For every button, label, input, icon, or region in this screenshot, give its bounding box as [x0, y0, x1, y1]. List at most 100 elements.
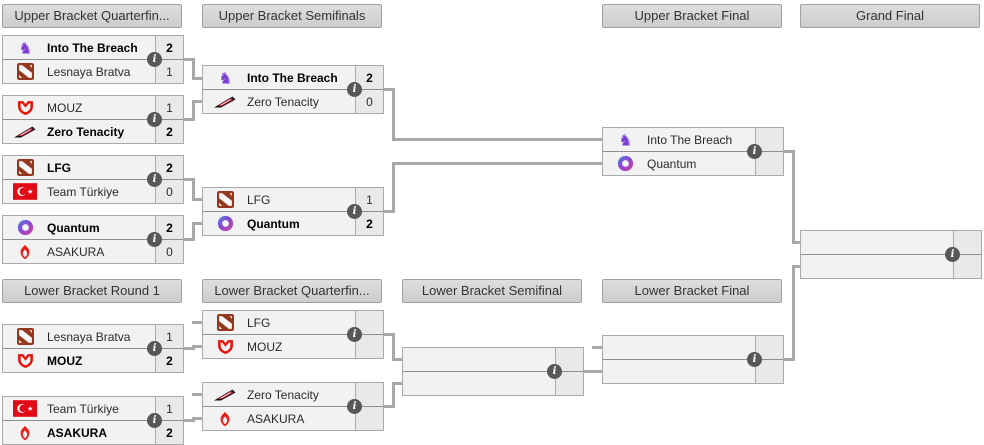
header-upper-bracket-final: Upper Bracket Final — [602, 4, 782, 28]
team-name[interactable]: Team Türkiye — [47, 401, 119, 416]
team-name[interactable]: MOUZ — [247, 339, 283, 354]
bracket-connector-line — [392, 138, 602, 141]
team-name[interactable]: Zero Tenacity — [47, 124, 125, 139]
team-slot: ♞ Into The Breach — [603, 128, 783, 152]
team-score — [555, 348, 583, 371]
match-info-icon[interactable]: i — [347, 399, 362, 414]
match-info-icon[interactable]: i — [147, 112, 162, 127]
team-slot: MOUZ — [203, 335, 383, 358]
team-logo-asakura-icon — [12, 242, 38, 262]
team-name[interactable]: Team Türkiye — [47, 184, 119, 199]
bracket-connector-line — [392, 382, 402, 385]
team-slot — [801, 231, 981, 255]
team-score: 1 — [155, 325, 183, 348]
match-ub-qf3: LFG 2 Team Türkiye 0 i — [2, 155, 184, 204]
team-logo-zero-tenacity-icon — [12, 122, 38, 142]
team-logo-mouz-icon — [212, 337, 238, 357]
team-score: 2 — [155, 421, 183, 444]
match-info-icon[interactable]: i — [147, 52, 162, 67]
team-score — [355, 383, 383, 406]
team-name[interactable]: Quantum — [647, 156, 697, 171]
match-info-icon[interactable]: i — [945, 247, 960, 262]
match-info-icon[interactable]: i — [147, 341, 162, 356]
team-logo-lesnaya-bratva-icon — [12, 327, 38, 347]
team-slot: LFG — [203, 311, 383, 335]
team-name[interactable]: LFG — [247, 192, 271, 207]
team-name[interactable]: Zero Tenacity — [247, 94, 319, 109]
team-slot: LFG 2 — [3, 156, 183, 180]
bracket-connector-line — [192, 417, 202, 420]
match-info-icon[interactable]: i — [747, 144, 762, 159]
team-score — [755, 360, 783, 383]
match-info-icon[interactable]: i — [147, 232, 162, 247]
team-score: 2 — [155, 216, 183, 239]
team-slot: Quantum 2 — [3, 216, 183, 240]
team-name[interactable]: Into The Breach — [647, 132, 733, 147]
team-score — [755, 152, 783, 175]
team-score: 0 — [155, 180, 183, 203]
bracket-connector-line — [382, 333, 392, 336]
bracket-connector-line — [192, 393, 202, 396]
match-ub-qf4: Quantum 2 ASAKURA 0 i — [2, 215, 184, 264]
team-logo-quantum-icon — [12, 218, 38, 238]
team-score — [755, 336, 783, 359]
team-name[interactable]: Quantum — [247, 216, 300, 231]
match-grand-final: i — [800, 230, 982, 279]
team-name[interactable]: Into The Breach — [247, 70, 338, 85]
match-info-icon[interactable]: i — [547, 364, 562, 379]
bracket-connector-line — [192, 178, 195, 201]
team-logo-placeholder-icon — [810, 257, 836, 277]
team-logo-asakura-icon — [212, 409, 238, 429]
team-score: 1 — [155, 96, 183, 119]
match-info-icon[interactable]: i — [147, 172, 162, 187]
team-name[interactable]: ASAKURA — [247, 411, 305, 426]
team-slot: Lesnaya Bratva 1 — [3, 60, 183, 83]
team-logo-team-turkiye-icon — [12, 182, 38, 202]
bracket-connector-line — [782, 150, 792, 153]
match-info-icon[interactable]: i — [347, 327, 362, 342]
bracket-connector-line — [192, 321, 202, 324]
team-name[interactable]: LFG — [47, 160, 71, 175]
team-logo-quantum-icon — [612, 154, 638, 174]
team-logo-placeholder-icon — [612, 362, 638, 382]
bracket-connector-line — [182, 118, 192, 121]
match-info-icon[interactable]: i — [347, 204, 362, 219]
team-score: 1 — [355, 188, 383, 211]
team-slot — [403, 348, 583, 372]
bracket-connector-line — [392, 162, 395, 213]
match-lb-r1-m1: Lesnaya Bratva 1 MOUZ 2 i — [2, 324, 184, 373]
match-info-icon[interactable]: i — [147, 413, 162, 428]
team-slot: Zero Tenacity 2 — [3, 120, 183, 143]
team-name[interactable]: Quantum — [47, 220, 100, 235]
header-lower-bracket-semifinal: Lower Bracket Semifinal — [402, 279, 582, 303]
team-name[interactable]: Lesnaya Bratva — [47, 329, 131, 344]
match-ub-qf1: ♞ Into The Breach 2 Lesnaya Bratva 1 i — [2, 35, 184, 84]
team-name[interactable]: Into The Breach — [47, 40, 138, 55]
team-score — [555, 372, 583, 395]
team-score: 2 — [155, 156, 183, 179]
bracket-connector-line — [582, 370, 602, 373]
bracket-connector-line — [192, 77, 202, 80]
team-name[interactable]: MOUZ — [47, 353, 83, 368]
team-name[interactable]: LFG — [247, 315, 271, 330]
team-logo-mouz-icon — [12, 98, 38, 118]
bracket-connector-line — [792, 265, 802, 268]
bracket-connector-line — [182, 178, 192, 181]
team-logo-quantum-icon — [212, 214, 238, 234]
match-lb-sf: i — [402, 347, 584, 396]
match-info-icon[interactable]: i — [747, 352, 762, 367]
team-slot: MOUZ 1 — [3, 96, 183, 120]
match-lb-qf2: Zero Tenacity ASAKURA i — [202, 382, 384, 431]
svg-text:♞: ♞ — [618, 132, 632, 148]
match-info-icon[interactable]: i — [347, 82, 362, 97]
team-slot: Team Türkiye 0 — [3, 180, 183, 203]
team-logo-into-the-breach-icon: ♞ — [12, 38, 38, 58]
team-name[interactable]: ASAKURA — [47, 425, 107, 440]
team-name[interactable]: ASAKURA — [47, 244, 105, 259]
team-name[interactable]: MOUZ — [47, 100, 83, 115]
team-logo-lesnaya-bratva-icon — [12, 62, 38, 82]
bracket-connector-line — [182, 419, 192, 422]
team-slot: Zero Tenacity — [203, 383, 383, 407]
team-name[interactable]: Zero Tenacity — [247, 387, 319, 402]
team-name[interactable]: Lesnaya Bratva — [47, 64, 131, 79]
